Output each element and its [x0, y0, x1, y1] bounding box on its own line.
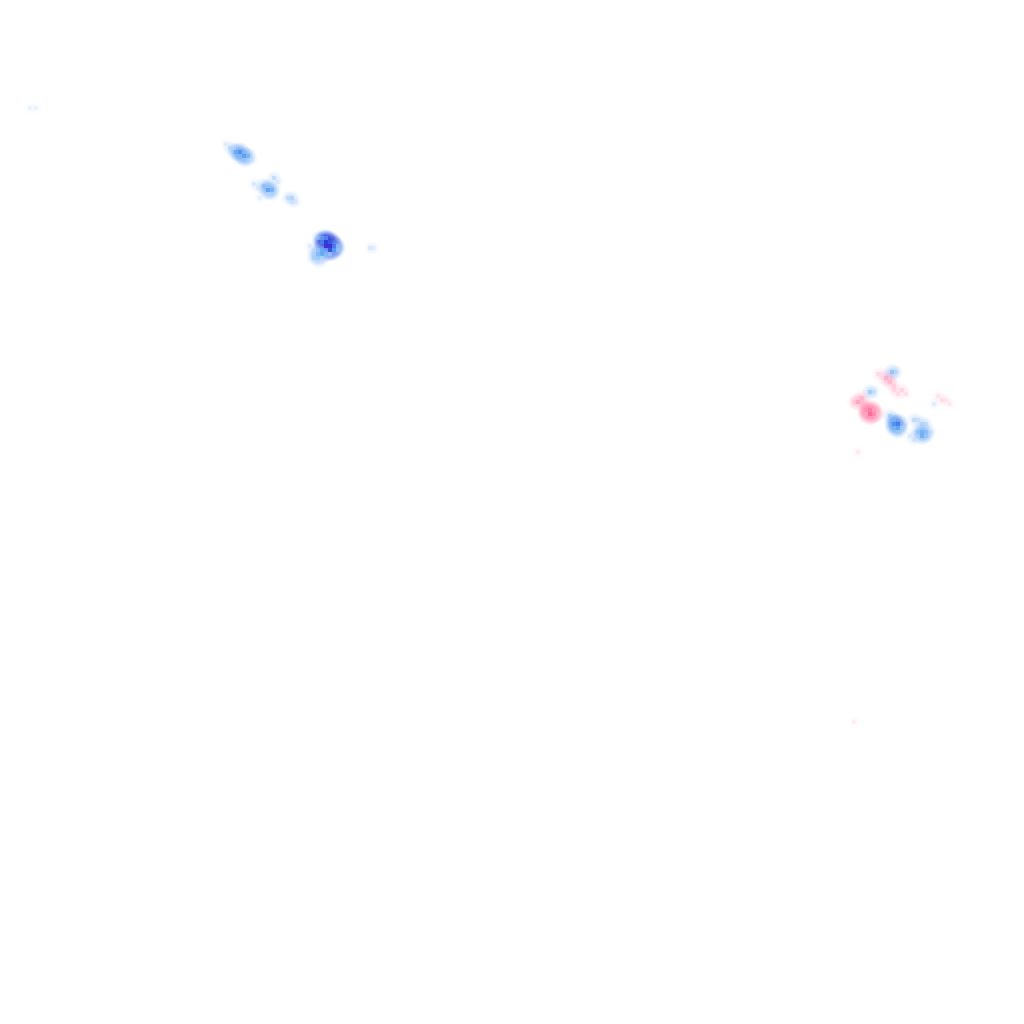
radar-reflectivity-canvas	[0, 0, 1024, 1024]
radar-map-viewport	[0, 0, 1024, 1024]
